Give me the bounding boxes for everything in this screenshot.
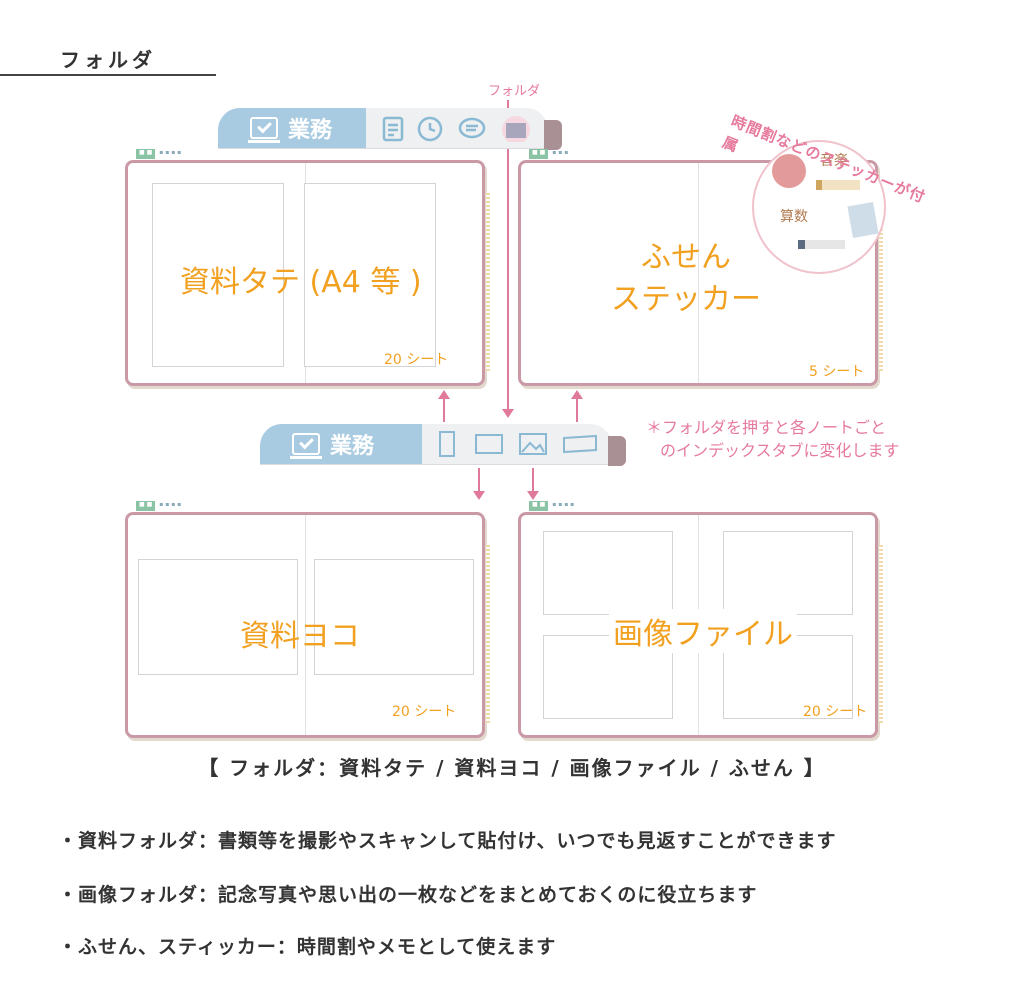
tape-sticker (816, 180, 860, 190)
tab-business-label: 業務 (288, 118, 333, 143)
tab-tail (608, 436, 626, 466)
note-icon (382, 116, 404, 142)
book-spine (305, 515, 306, 735)
arrow-down-left (473, 468, 485, 500)
tabbar-top-icons (382, 116, 530, 142)
portrait-page-icon (439, 431, 455, 457)
photo-frame (304, 183, 436, 367)
tab-business-label: 業務 (330, 434, 375, 459)
page-edge (879, 193, 883, 371)
page-edge (486, 193, 490, 371)
photo-frame (138, 559, 298, 675)
index-tabbar-middle: 業務 (260, 424, 626, 466)
bullet-image-folder: ・画像フォルダ：記念写真や思い出の一枚などをまとめておくのに役立ちます (58, 884, 758, 906)
photo-frame (543, 531, 673, 615)
folder-icon (502, 116, 530, 142)
arrow-up-left (438, 390, 450, 422)
arrow-down-right (527, 468, 539, 500)
page-edge (486, 545, 490, 723)
book-spine (698, 163, 699, 383)
book-header: ■ ■▪ ▪ ▪ (529, 149, 867, 159)
round-sticker (772, 154, 806, 188)
book-header: ■ ■▪ ▪ ▪ ▪ (529, 501, 867, 511)
sheet-count: 20 シート (392, 704, 457, 720)
tabbar-mid-icons (439, 431, 597, 457)
book-title: ふせん ステッカー (611, 240, 761, 317)
index-tabbar-top: 業務 (218, 108, 562, 150)
tab-business[interactable]: 業務 (260, 424, 422, 464)
chat-bubble-icon (458, 117, 486, 139)
checkbox-monitor-icon (290, 433, 322, 459)
arrow-up-right (571, 390, 583, 422)
checkbox-monitor-icon (248, 117, 280, 143)
clock-icon (417, 116, 443, 142)
section-divider (0, 74, 216, 76)
folder-arrow (502, 100, 514, 418)
sheet-count: 5 シート (809, 364, 865, 380)
tape-sticker (798, 240, 845, 249)
sheet-count: 20 シート (384, 352, 449, 368)
notebook-document-portrait: ■ ■▪ ▪ ▪ ▪ 資料タテ (A4 等 ) 20 シート (125, 149, 490, 386)
sticker-label-music: 音楽 (820, 153, 848, 169)
book-title: 資料タテ (A4 等 ) (180, 265, 422, 300)
folder-caption: 【 フォルダ：資料タテ / 資料ヨコ / 画像ファイル / ふせん 】 (198, 756, 826, 780)
photo-frame (314, 559, 474, 675)
index-note-line-2: のインデックスタブに変化します (660, 441, 900, 460)
book-title: 資料ヨコ (240, 619, 360, 654)
sticker-sample-circle: 音楽 算数 (752, 140, 886, 274)
photo-frame (152, 183, 284, 367)
book-header: ■ ■▪ ▪ ▪ ▪ (136, 501, 474, 511)
landscape-page-icon (475, 434, 503, 454)
sticker-label-math: 算数 (780, 209, 808, 225)
section-title: フォルダ (60, 48, 156, 72)
index-note-line-1: ＊フォルダを押すと各ノートごと (646, 418, 887, 437)
bullet-document-folder: ・資料フォルダ：書類等を撮影やスキャンして貼付け、いつでも見返すことができます (58, 830, 837, 852)
sheet-count: 20 シート (803, 704, 868, 720)
page-edge (879, 545, 883, 723)
notebook-document-landscape: ■ ■▪ ▪ ▪ ▪ 資料ヨコ 20 シート (125, 501, 490, 738)
sticky-note-icon (563, 434, 597, 454)
notebook-image-file: ■ ■▪ ▪ ▪ ▪ 画像ファイル 20 シート (518, 501, 883, 738)
book-header: ■ ■▪ ▪ ▪ ▪ (136, 149, 474, 159)
folder-callout-label: フォルダ (488, 84, 541, 99)
bullet-sticky-sticker: ・ふせん、スティッカー：時間割やメモとして使えます (58, 936, 557, 958)
image-icon (519, 433, 547, 455)
tab-business[interactable]: 業務 (218, 108, 366, 148)
book-title: 画像ファイル (609, 609, 797, 653)
index-note: ＊フォルダを押すと各ノートごと のインデックスタブに変化します (646, 416, 900, 462)
photo-frame (723, 531, 853, 615)
tab-tail (544, 120, 562, 150)
